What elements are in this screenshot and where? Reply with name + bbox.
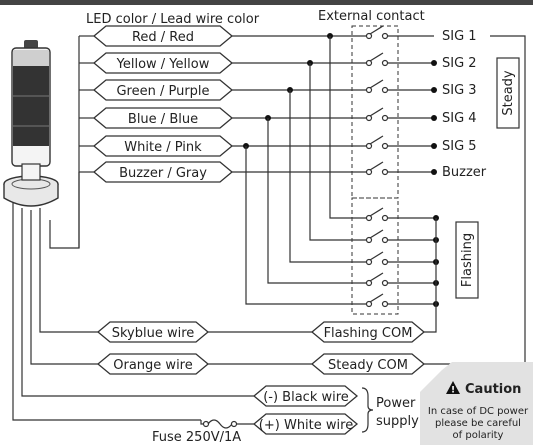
power-label-2: supply	[376, 414, 419, 429]
wire-bundle	[49, 35, 94, 249]
skyblue-wire-label: Skyblue wire	[112, 326, 195, 341]
wire-color-caption: LED color / Lead wire color	[86, 12, 260, 27]
wire-label-red: Red / Red	[132, 30, 194, 45]
flashing-contact-box	[351, 197, 399, 315]
steady-com-label: Steady COM	[328, 358, 408, 373]
contact-caption: External contact	[318, 9, 425, 24]
flashing-group-label: Flashing	[460, 233, 475, 287]
svg-text:!: !	[451, 386, 455, 396]
tower-output-wires	[12, 202, 254, 421]
flashing-com-label: Flashing COM	[324, 326, 413, 341]
wire-label-white: White / Pink	[124, 140, 202, 155]
caution-panel: ! Caution In case of DC power please be …	[420, 362, 533, 445]
switch-contacts	[365, 25, 389, 308]
sig2-label: SIG 2	[442, 56, 477, 71]
orange-wire-label: Orange wire	[113, 358, 192, 373]
flashing-branch-wires	[245, 36, 436, 305]
sig4-label: SIG 4	[442, 111, 477, 126]
warning-triangle-icon	[446, 381, 460, 394]
wire-label-arrows	[92, 25, 234, 183]
caution-title: Caution	[465, 382, 521, 397]
fuse-symbol	[200, 419, 254, 429]
fuse-label: Fuse 250V/1A	[152, 430, 241, 445]
flashing-group-box	[455, 221, 479, 299]
power-brace	[361, 387, 374, 433]
power-arrows	[252, 385, 359, 435]
wire-label-yellow: Yellow / Yellow	[116, 57, 210, 72]
wire-label-buzzer: Buzzer / Gray	[119, 166, 207, 181]
caution-line-3: of polarity	[453, 430, 504, 441]
black-wire-label: (-) Black wire	[263, 390, 349, 405]
buzzer-label: Buzzer	[442, 165, 487, 180]
steady-group-box	[496, 57, 520, 129]
wire-label-green: Green / Purple	[116, 84, 209, 99]
signal-wires	[232, 35, 434, 173]
sig3-label: SIG 3	[442, 83, 477, 98]
junction-dots	[243, 33, 437, 175]
com-link-wires	[208, 331, 312, 365]
top-strip	[0, 0, 533, 5]
caution-line-2: please be careful	[435, 418, 521, 429]
white-wire-label: (+) White wire	[259, 418, 353, 433]
power-label-1: Power	[376, 396, 416, 411]
signal-tower	[3, 40, 59, 207]
caution-line-1: In case of DC power	[428, 406, 529, 417]
sig1-label: SIG 1	[442, 29, 477, 44]
steady-group-label: Steady	[501, 70, 516, 116]
sig5-label: SIG 5	[442, 139, 477, 154]
wire-label-blue: Blue / Blue	[128, 112, 198, 127]
